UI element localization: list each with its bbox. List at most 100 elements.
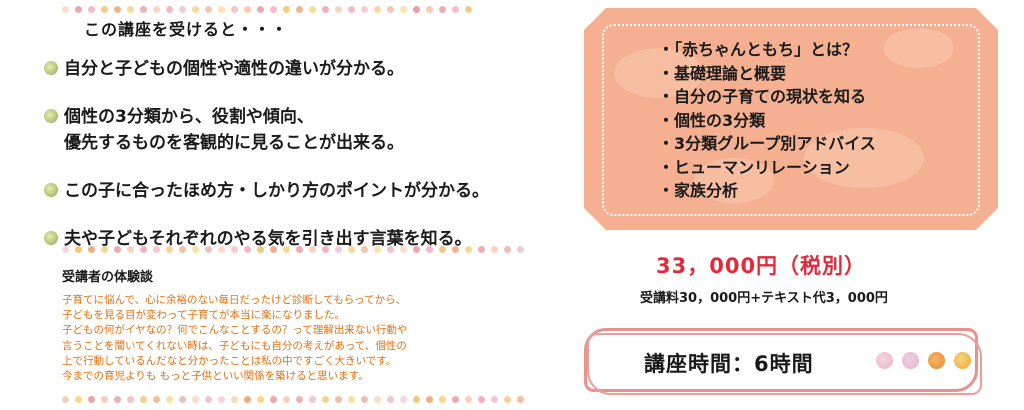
decorative-dot <box>218 396 225 403</box>
testimonial-line: 子育てに悩んで、心に余裕のない毎日だったけど診断してもらってから、 <box>62 294 407 306</box>
decorative-dot <box>75 396 82 403</box>
price-main: 33，000円（税別） <box>656 254 867 278</box>
decorative-dot <box>348 6 355 13</box>
decorative-dot <box>309 246 316 253</box>
curriculum-list: 「赤ちゃんともち」とは？基礎理論と概要自分の子育ての現状を知る個性の3分類3分類… <box>658 38 876 203</box>
testimonial-line: 上で行動しているんだなと分かったことは私の中ですごく大きいです。 <box>62 354 397 367</box>
decorative-dot <box>400 246 407 253</box>
pink-dot-icon <box>902 352 919 369</box>
decorative-dot <box>257 246 264 253</box>
decorative-dot <box>426 246 433 253</box>
benefit-line: 夫や子どもそれぞれのやる気を引き出す言葉を知る。 <box>64 229 472 249</box>
decorative-dot <box>387 396 394 403</box>
benefit-line: 自分と子どもの個性や適性の違いが分かる。 <box>64 59 404 79</box>
decorative-dot <box>426 6 433 13</box>
decorative-dot <box>452 396 459 403</box>
decorative-dot <box>205 246 212 253</box>
curriculum-item: ヒューマンリレーション <box>658 156 876 180</box>
benefit-text: 自分と子どもの個性や適性の違いが分かる。 <box>64 56 404 82</box>
decorative-dot <box>361 6 368 13</box>
decorative-dot <box>465 396 472 403</box>
decorative-dot <box>62 396 69 403</box>
decorative-dot <box>439 246 446 253</box>
decorative-dot-divider-top <box>62 6 472 13</box>
decorative-dot <box>361 396 368 403</box>
green-bullet-icon <box>44 109 58 123</box>
benefit-text: 夫や子どもそれぞれのやる気を引き出す言葉を知る。 <box>64 226 472 252</box>
decorative-dot <box>335 246 342 253</box>
decorative-dot <box>140 6 147 13</box>
decorative-dot <box>491 396 498 403</box>
decorative-dot <box>322 6 329 13</box>
curriculum-item: 基礎理論と概要 <box>658 62 876 86</box>
decorative-dot <box>283 246 290 253</box>
decorative-dot <box>439 396 446 403</box>
decorative-dot <box>127 396 134 403</box>
testimonial-line: 子どもを見る目が変わって子育てが本当に楽になりました。 <box>62 309 345 322</box>
decorative-dot <box>140 246 147 253</box>
decorative-dot <box>491 246 498 253</box>
decorative-dot <box>75 246 82 253</box>
intro-heading: この講座を受けると・・・ <box>84 20 289 39</box>
decorative-dot <box>244 246 251 253</box>
decorative-dot <box>335 6 342 13</box>
decorative-dot <box>231 246 238 253</box>
decorative-dot <box>231 396 238 403</box>
decorative-dot <box>179 396 186 403</box>
decorative-dot <box>296 396 303 403</box>
decorative-dot <box>140 396 147 403</box>
decorative-dot <box>309 6 316 13</box>
decorative-dot <box>335 396 342 403</box>
decorative-dot <box>322 246 329 253</box>
decorative-dot <box>127 246 134 253</box>
decorative-dot <box>465 6 472 13</box>
benefit-line: 個性の3分類から、役割や傾向、 <box>64 107 314 127</box>
decorative-dot <box>231 6 238 13</box>
decorative-dot <box>413 246 420 253</box>
decorative-dot <box>244 6 251 13</box>
decorative-dot <box>114 396 121 403</box>
decorative-dot <box>127 6 134 13</box>
decorative-dot <box>270 246 277 253</box>
decorative-dot <box>192 246 199 253</box>
decorative-dot <box>166 246 173 253</box>
decorative-dot <box>88 6 95 13</box>
decorative-dot <box>504 396 511 403</box>
decorative-dot <box>465 246 472 253</box>
decorative-dot <box>478 246 485 253</box>
decorative-dot <box>452 6 459 13</box>
benefit-text: 個性の3分類から、役割や傾向、優先するものを客観的に見ることが出来る。 <box>64 104 404 156</box>
orange-dot-icon <box>928 352 945 369</box>
decorative-color-dots <box>876 352 971 369</box>
decorative-dot <box>205 6 212 13</box>
decorative-dot-divider-middle <box>62 246 524 253</box>
decorative-dot <box>413 6 420 13</box>
decorative-dot <box>296 6 303 13</box>
decorative-dot <box>387 246 394 253</box>
course-duration-box: 講座時間：6時間 <box>584 328 982 395</box>
decorative-dot <box>400 6 407 13</box>
decorative-dot <box>283 6 290 13</box>
testimonial-line: 今までの育児よりも もっと子供といい関係を築けると思います。 <box>62 370 369 383</box>
testimonial-line: 子どもの何がイヤなの？何でこんなことするの？って理解出来ない行動や <box>62 324 408 337</box>
decorative-dot <box>62 6 69 13</box>
decorative-dot <box>62 246 69 253</box>
decorative-dot <box>179 246 186 253</box>
decorative-dot <box>348 246 355 253</box>
decorative-dot <box>101 246 108 253</box>
decorative-dot <box>166 6 173 13</box>
decorative-dot <box>517 246 524 253</box>
decorative-dot <box>283 396 290 403</box>
decorative-dot <box>192 6 199 13</box>
decorative-dot <box>88 396 95 403</box>
decorative-dot <box>387 6 394 13</box>
decorative-dot <box>218 6 225 13</box>
benefit-list: 自分と子どもの個性や適性の違いが分かる。個性の3分類から、役割や傾向、優先するも… <box>44 56 564 274</box>
decorative-dot <box>153 396 160 403</box>
decorative-dot <box>88 246 95 253</box>
decorative-dot <box>244 396 251 403</box>
duration-frame-outer <box>584 328 978 392</box>
decorative-dot <box>153 6 160 13</box>
testimonial-body: 子育てに悩んで、心に余裕のない毎日だったけど診断してもらってから、子どもを見る目… <box>62 293 532 384</box>
decorative-dot <box>322 396 329 403</box>
